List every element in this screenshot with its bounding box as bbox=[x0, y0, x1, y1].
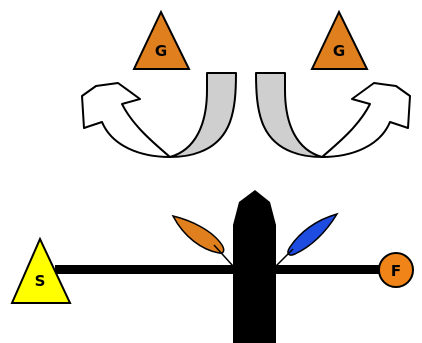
curved-arrow-left-band bbox=[170, 73, 236, 157]
goal-label-right: G bbox=[333, 42, 345, 60]
curved-arrow-left-icon bbox=[82, 73, 236, 157]
goal-triangle-left-icon bbox=[134, 12, 189, 69]
leaf-left-icon bbox=[173, 216, 233, 266]
curved-arrow-right-head bbox=[322, 83, 410, 157]
start-finish-line bbox=[55, 265, 390, 274]
start-label: S bbox=[35, 272, 46, 290]
goal-badge-right: G bbox=[312, 12, 367, 69]
curved-arrow-right-icon bbox=[256, 73, 410, 157]
finish-badge: F bbox=[379, 253, 413, 287]
goal-badge-left: G bbox=[134, 12, 189, 69]
goal-label-left: G bbox=[155, 42, 167, 60]
goal-triangle-right-icon bbox=[312, 12, 367, 69]
leaf-right-icon bbox=[276, 214, 337, 266]
finish-label: F bbox=[391, 262, 401, 280]
curved-arrow-right-band bbox=[256, 73, 322, 157]
trunk-icon bbox=[233, 190, 276, 343]
curved-arrow-left-head bbox=[82, 83, 170, 157]
